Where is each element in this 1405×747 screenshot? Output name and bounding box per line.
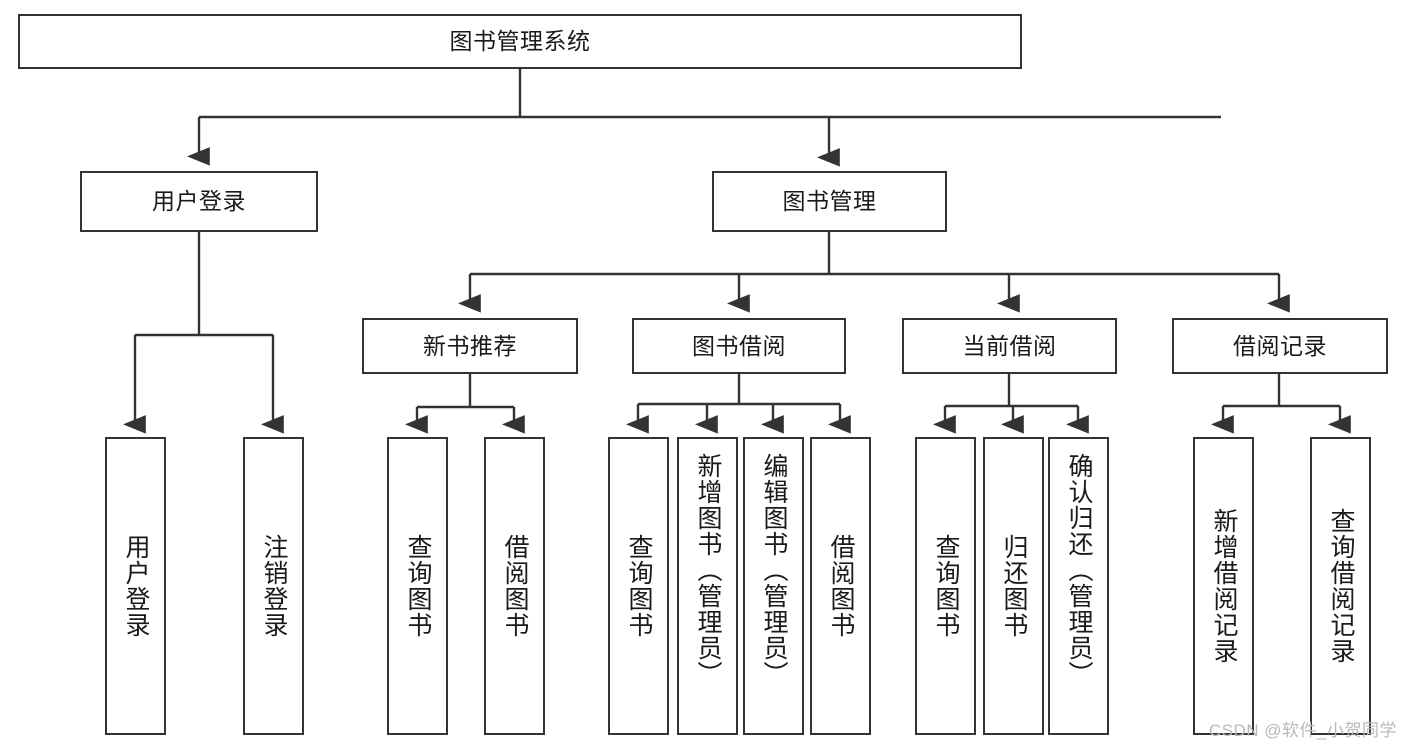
node-leaf-confirm-return[interactable]: 确认归还（管理员） <box>1048 437 1109 735</box>
node-user-login[interactable]: 用户登录 <box>80 171 318 232</box>
node-label: 用户登录 <box>152 188 246 215</box>
node-book-management-system[interactable]: 图书管理系统 <box>18 14 1022 69</box>
node-leaf-query-book-recommend[interactable]: 查询图书 <box>387 437 448 735</box>
node-leaf-user-login[interactable]: 用户登录 <box>105 437 166 735</box>
node-label: 新增借阅记录 <box>1210 508 1238 664</box>
node-label: 归还图书 <box>1000 534 1028 638</box>
node-label: 图书管理 <box>782 188 877 215</box>
node-label: 查询借阅记录 <box>1327 508 1355 664</box>
node-leaf-query-book-current[interactable]: 查询图书 <box>915 437 976 735</box>
node-label: 图书管理系统 <box>449 28 591 55</box>
node-label: 查询图书 <box>625 534 653 638</box>
watermark-text: CSDN @软件_小贺同学 <box>1208 721 1397 740</box>
node-book-management[interactable]: 图书管理 <box>712 171 947 232</box>
node-label: 查询图书 <box>932 534 960 638</box>
node-leaf-borrow-book[interactable]: 借阅图书 <box>810 437 871 735</box>
node-book-borrow[interactable]: 图书借阅 <box>632 318 846 374</box>
node-leaf-query-borrow-record[interactable]: 查询借阅记录 <box>1310 437 1371 735</box>
node-label: 借阅图书 <box>501 534 529 638</box>
node-leaf-borrow-book-recommend[interactable]: 借阅图书 <box>484 437 545 735</box>
node-leaf-logout-login[interactable]: 注销登录 <box>243 437 304 735</box>
node-label: 借阅记录 <box>1233 332 1327 359</box>
node-label: 新增图书（管理员） <box>694 453 722 687</box>
node-label: 确认归还（管理员） <box>1065 453 1093 687</box>
node-borrow-record[interactable]: 借阅记录 <box>1172 318 1388 374</box>
node-label: 新书推荐 <box>423 332 517 359</box>
node-leaf-query-book-borrow[interactable]: 查询图书 <box>608 437 669 735</box>
node-label: 编辑图书（管理员） <box>760 453 788 687</box>
node-leaf-return-book[interactable]: 归还图书 <box>983 437 1044 735</box>
node-leaf-add-book[interactable]: 新增图书（管理员） <box>677 437 738 735</box>
node-label: 查询图书 <box>404 534 432 638</box>
node-label: 用户登录 <box>122 534 150 638</box>
node-label: 图书借阅 <box>692 332 786 359</box>
node-current-borrow[interactable]: 当前借阅 <box>902 318 1117 374</box>
node-new-book-recommend[interactable]: 新书推荐 <box>362 318 578 374</box>
node-label: 借阅图书 <box>827 534 855 638</box>
node-label: 当前借阅 <box>962 332 1057 359</box>
node-leaf-add-borrow-record[interactable]: 新增借阅记录 <box>1193 437 1254 735</box>
node-label: 注销登录 <box>260 534 288 638</box>
node-leaf-edit-book[interactable]: 编辑图书（管理员） <box>743 437 804 735</box>
